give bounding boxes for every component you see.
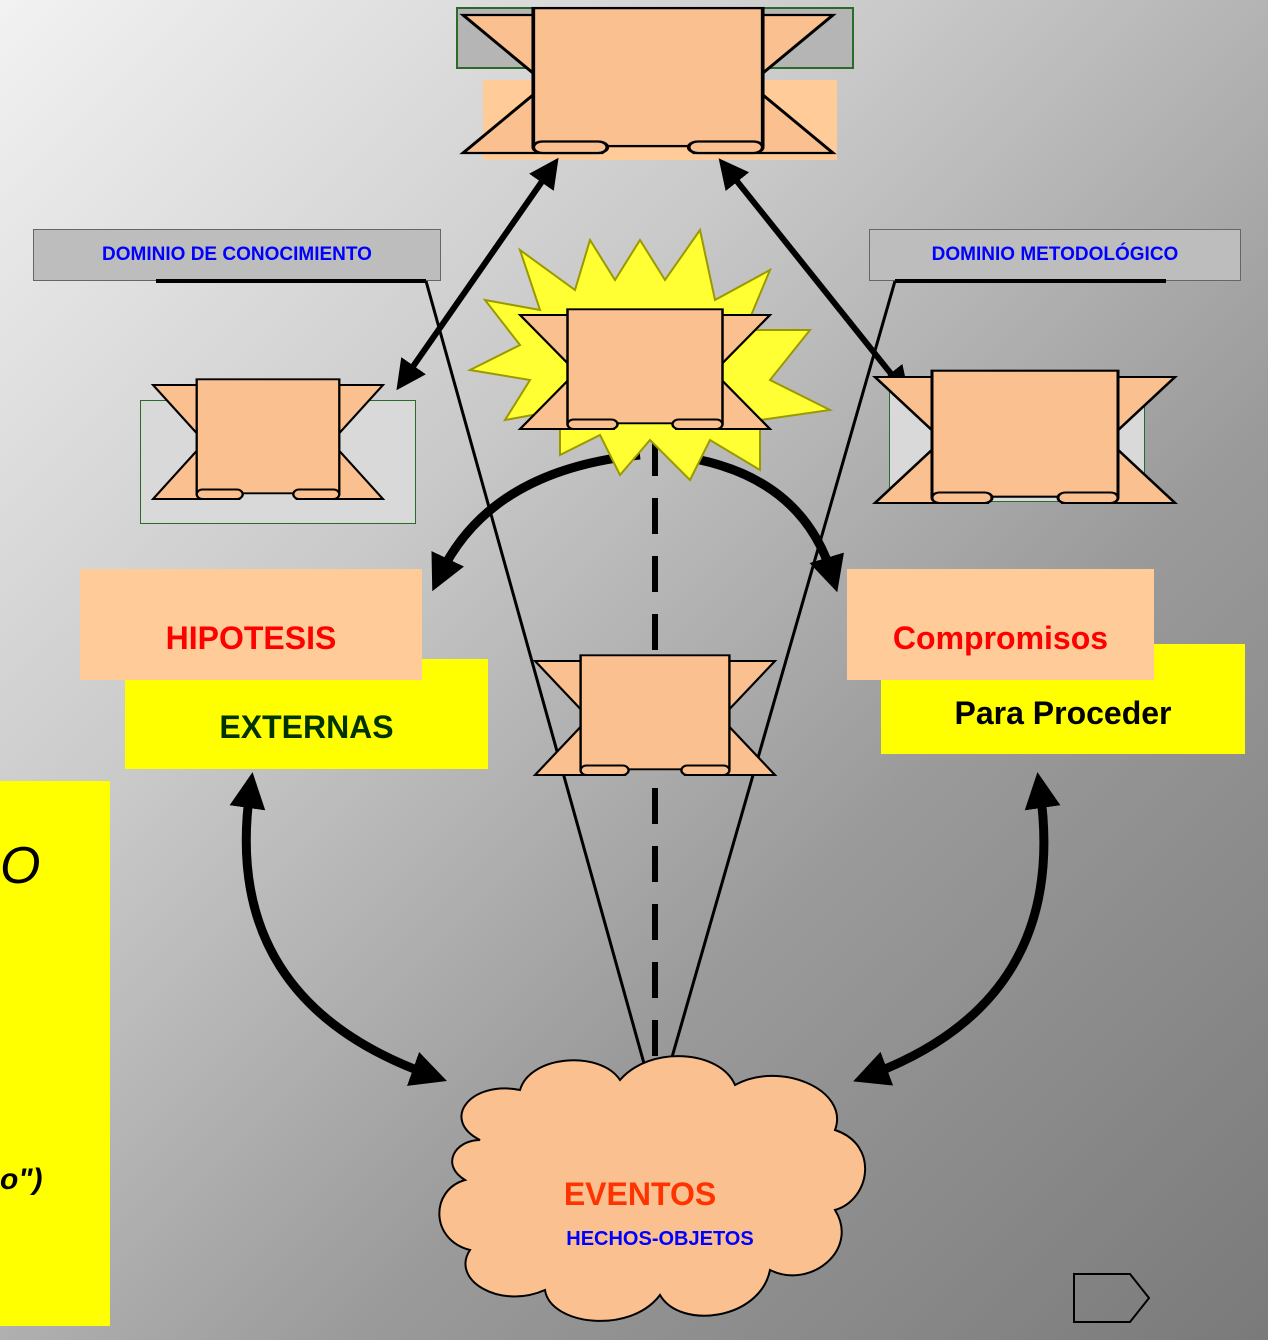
events-label: EVENTOS [563,1175,717,1212]
hypotheses-label: HIPOTESIS [165,619,337,656]
arrow-curve-bottom-right [853,772,1061,1086]
left-yellow-panel [0,781,110,1326]
left-panel-partial-text-1: O [0,837,41,895]
arrow-curve-bottom-left [229,772,447,1086]
top-scroll [461,6,835,155]
pentagon-arrow-icon[interactable] [1072,1272,1152,1324]
events-cloud [438,1055,866,1322]
arrow-top-left [396,157,559,391]
external-label: EXTERNAS [219,708,394,745]
methodological-domain-label: DOMINIO METODOLÓGICO [931,244,1179,265]
arrow-top-right [718,158,910,397]
hypotheses-box [80,569,422,680]
commitments-label: Compromisos [892,619,1109,656]
left-panel-partial-text-2: o") [0,1163,43,1196]
lower-center-scroll [533,654,777,777]
knowledge-domain-label: DOMINIO DE CONOCIMIENTO [102,244,372,265]
left-scroll [151,378,385,501]
arrow-curve-left [431,450,641,592]
commitments-box [847,569,1154,680]
v-line-right [662,280,897,1086]
facts-objects-label: HECHOS-OBJETOS [566,1227,754,1250]
to-proceed-label: Para Proceder [954,694,1172,731]
v-line-left [424,280,652,1086]
right-scroll [873,369,1177,505]
